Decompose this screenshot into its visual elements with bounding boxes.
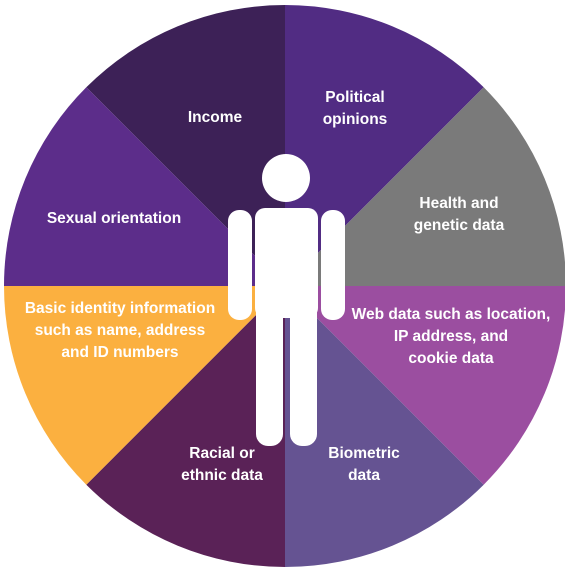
segment-sexual-orientation [4, 87, 285, 286]
segment-health-genetic-data [285, 87, 565, 286]
person-torso [255, 208, 318, 318]
person-head [262, 154, 310, 202]
segment-racial-ethnic-data [86, 286, 285, 567]
person-right-arm [321, 210, 345, 320]
label-sexual-orientation: Sexual orientation [47, 210, 181, 227]
segment-web-data [285, 286, 565, 485]
person-right-leg [290, 300, 317, 446]
person-left-arm [228, 210, 252, 320]
person-silhouette-icon [228, 154, 345, 446]
label-income: Income [188, 109, 243, 126]
segment-biometric-data [285, 286, 484, 567]
segment-basic-identity-info [3, 286, 285, 485]
label-web-data: Web data such as location,IP address, an… [352, 306, 551, 367]
person-left-leg [256, 300, 283, 446]
